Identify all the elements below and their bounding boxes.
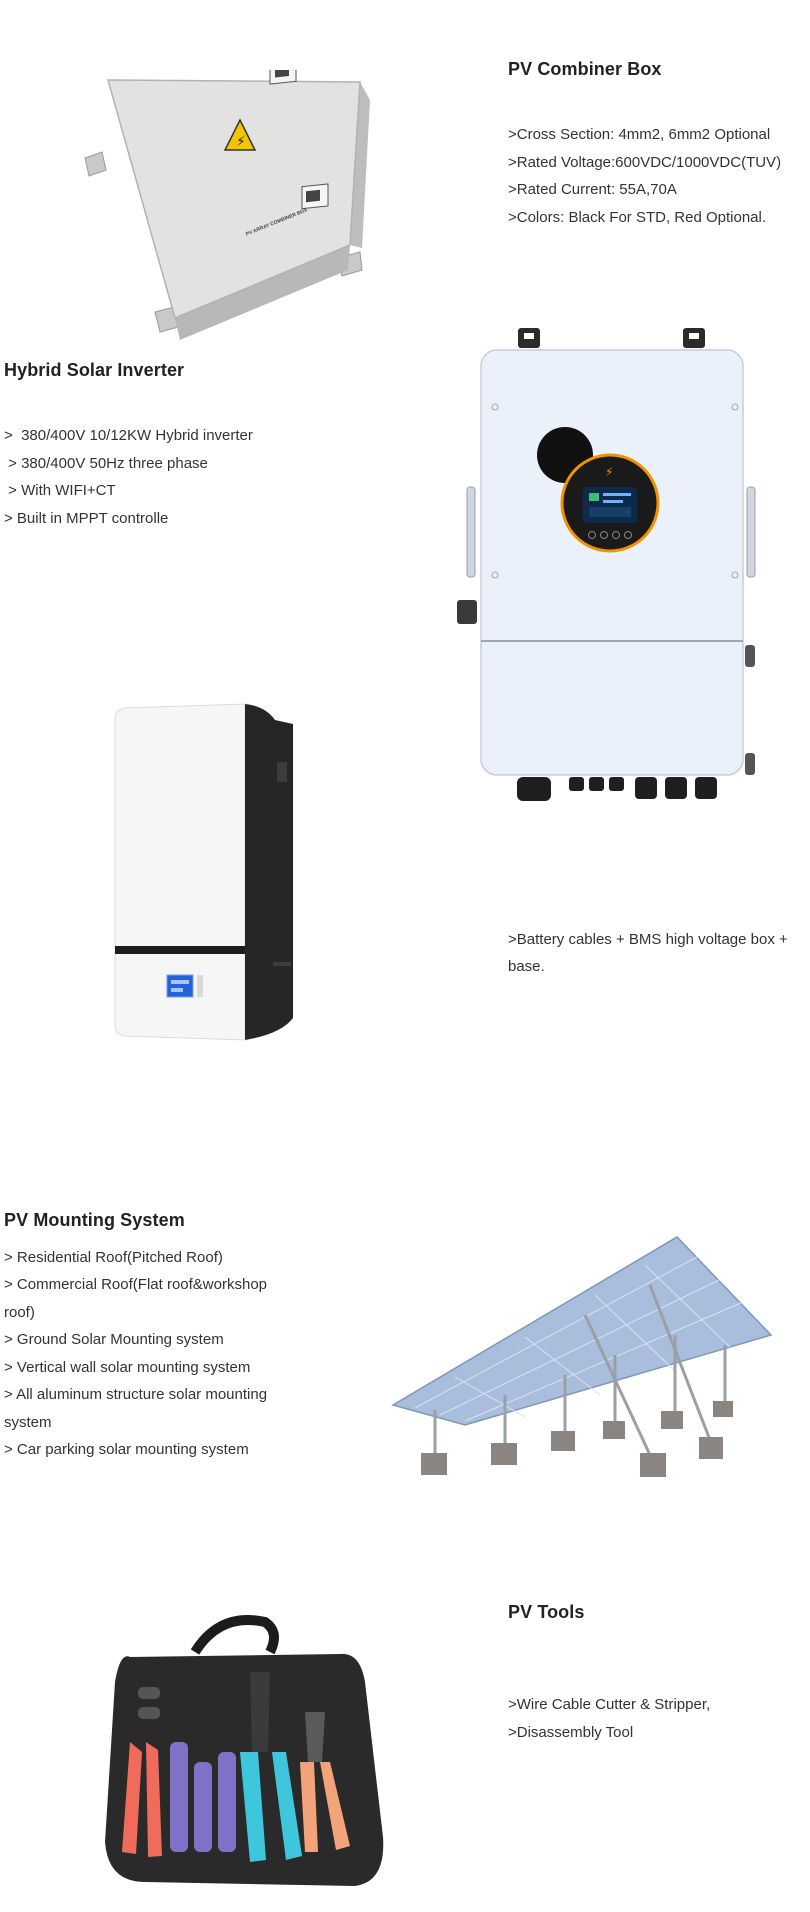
- mounting-line-5: > Vertical wall solar mounting system: [4, 1359, 251, 1376]
- battery-pack-image: [105, 700, 300, 1045]
- mounting-line-8: > Car parking solar mounting system: [4, 1441, 249, 1458]
- battery-line-2: base.: [508, 958, 545, 975]
- combiner-line-3: >Rated Current: 55A,70A: [508, 181, 677, 198]
- svg-text:⚡: ⚡: [236, 134, 246, 150]
- mounting-line-4: > Ground Solar Mounting system: [4, 1331, 224, 1348]
- battery-line-1: >Battery cables + BMS high voltage box +: [508, 931, 792, 948]
- combiner-box-image: ⚡: [80, 70, 420, 340]
- ground-mounting-structure-image: [385, 1225, 775, 1490]
- mounting-line-2: > Commercial Roof(Flat roof&workshop: [4, 1276, 268, 1293]
- combiner-line-2: >Rated Voltage:600VDC/1000VDC(TUV): [508, 154, 782, 171]
- inverter-line-4: > Built in MPPT controlle: [4, 510, 169, 527]
- combiner-line-4: >Colors: Black For STD, Red Optional.: [508, 209, 767, 226]
- svg-text:⚡: ⚡: [605, 465, 613, 479]
- mounting-title: PV Mounting System: [4, 1210, 185, 1230]
- inverter-line-1: > 380/400V 10/12KW Hybrid inverter: [4, 427, 253, 444]
- mounting-line-3: roof): [4, 1304, 35, 1321]
- pv-tools-kit-image: [100, 1612, 390, 1892]
- inverter-line-2: > 380/400V 50Hz three phase: [4, 455, 208, 472]
- tools-line-2: >Disassembly Tool: [508, 1724, 634, 1741]
- inverter-line-3: > With WIFI+CT: [4, 482, 116, 499]
- tools-title: PV Tools: [508, 1602, 585, 1622]
- mounting-line-6: > All aluminum structure solar mounting: [4, 1386, 268, 1403]
- tools-line-1: >Wire Cable Cutter & Stripper,: [508, 1696, 711, 1713]
- combiner-line-1: >Cross Section: 4mm2, 6mm2 Optional: [508, 126, 771, 143]
- mounting-line-1: > Residential Roof(Pitched Roof): [4, 1249, 223, 1266]
- combiner-title: PV Combiner Box: [508, 59, 662, 79]
- inverter-title: Hybrid Solar Inverter: [4, 360, 185, 380]
- hybrid-inverter-image: ⚡: [455, 325, 760, 830]
- mounting-line-7: system: [4, 1414, 52, 1431]
